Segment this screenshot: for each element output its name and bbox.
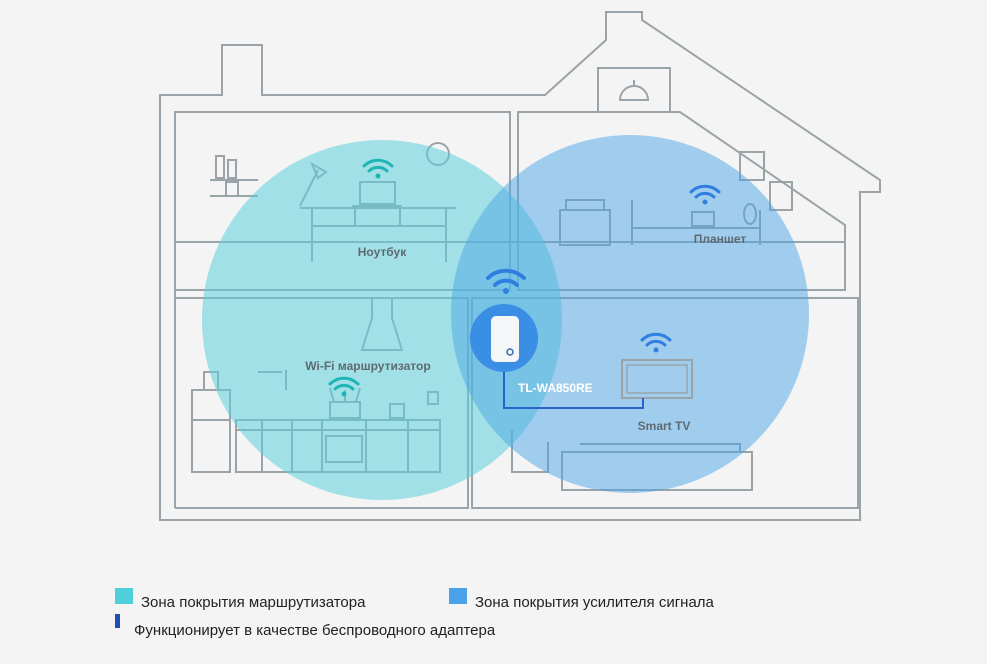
legend-extender-zone: Зона покрытия усилителя сигнала <box>449 588 714 611</box>
wifi-icon <box>362 158 394 179</box>
label-tv: Smart TV <box>638 419 691 433</box>
wifi-icon <box>640 332 672 353</box>
legend-label: Зона покрытия маршрутизатора <box>141 594 366 611</box>
legend-label: Зона покрытия усилителя сигнала <box>475 594 714 611</box>
legend-router-zone: Зона покрытия маршрутизатора <box>115 588 365 611</box>
legend-adapter: Функционирует в качестве беспроводного а… <box>115 614 495 639</box>
extender-coverage-zone <box>451 135 809 493</box>
extender-device <box>491 316 519 362</box>
legend-swatch <box>449 588 467 604</box>
legend-swatch <box>115 588 133 604</box>
wifi-icon <box>689 184 721 205</box>
legend-swatch <box>115 614 120 628</box>
smart-tv <box>621 359 693 399</box>
extender-button-icon <box>506 348 514 356</box>
label-extender: TL-WA850RE <box>518 381 593 395</box>
wifi-icon <box>328 376 360 397</box>
adapter-cable <box>503 362 644 409</box>
label-router: Wi-Fi маршрутизатор <box>305 359 430 373</box>
label-laptop: Ноутбук <box>358 245 407 259</box>
wifi-icon <box>486 268 526 294</box>
legend-label: Функционирует в качестве беспроводного а… <box>134 622 496 639</box>
label-tablet: Планшет <box>694 232 747 246</box>
